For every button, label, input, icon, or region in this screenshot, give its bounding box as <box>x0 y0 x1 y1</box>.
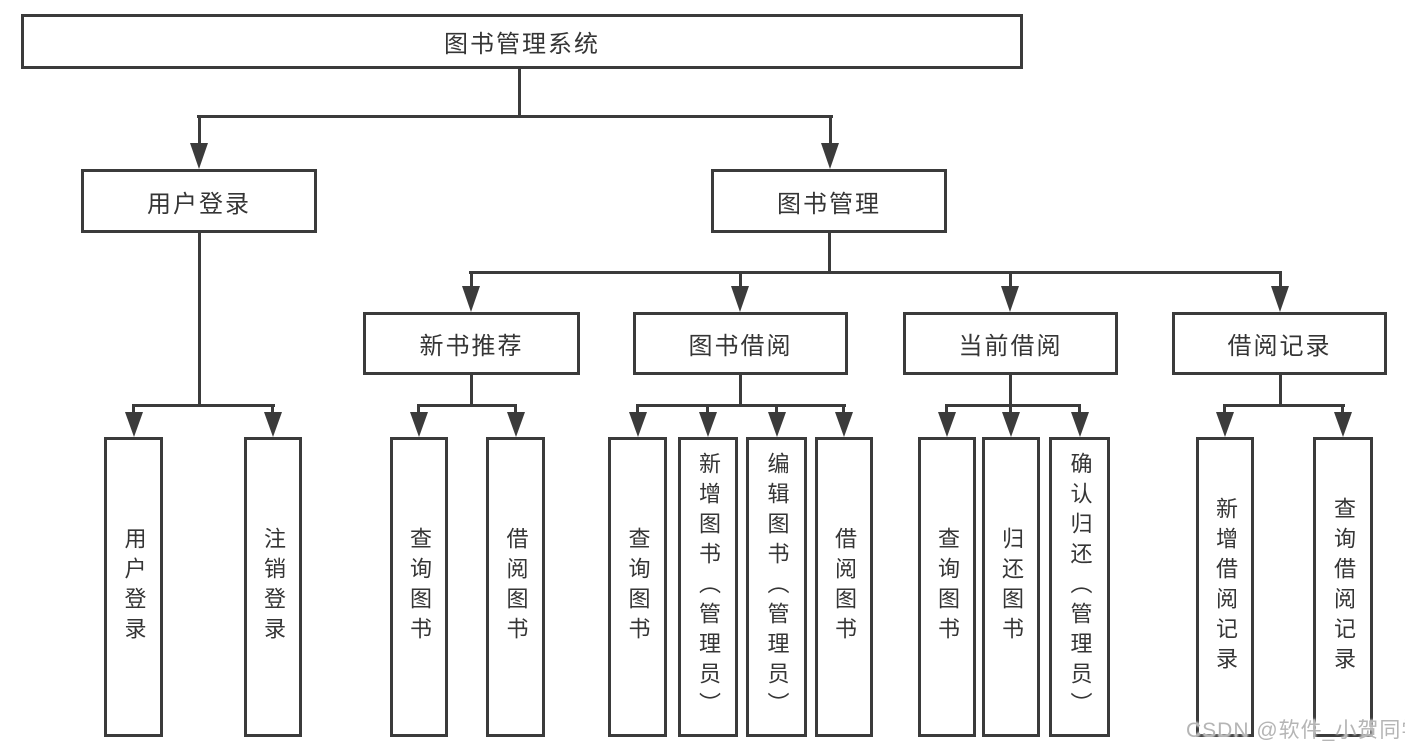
connector-line <box>470 274 473 287</box>
arrow-down-icon <box>629 412 647 437</box>
node-book-management-label: 图书管理 <box>777 190 881 218</box>
connector-line <box>739 274 742 287</box>
leaf-query-books-recommend: 查询图书 <box>390 437 448 737</box>
connector-line <box>198 233 201 405</box>
connector-line <box>828 233 831 274</box>
leaf-user-login-label: 用户登录 <box>121 527 147 647</box>
connector-line <box>1009 375 1012 405</box>
connector-line <box>1009 274 1012 287</box>
connector-line <box>636 407 639 413</box>
arrow-down-icon <box>264 412 282 437</box>
arrow-down-icon <box>1001 286 1019 312</box>
connector-line <box>842 407 845 413</box>
arrow-down-icon <box>835 412 853 437</box>
connector-line <box>132 407 135 413</box>
node-borrowing-records-label: 借阅记录 <box>1227 333 1332 360</box>
connector-line <box>132 404 275 407</box>
leaf-user-login: 用户登录 <box>104 437 163 737</box>
leaf-logout-label: 注销登录 <box>261 527 286 647</box>
connector-line <box>469 271 1282 274</box>
arrow-down-icon <box>938 412 956 437</box>
arrow-down-icon <box>462 286 480 312</box>
leaf-borrow-books-borrowing: 借阅图书 <box>815 437 873 737</box>
node-new-book-recommendation-label: 新书推荐 <box>419 333 524 360</box>
arrow-down-icon <box>768 412 786 437</box>
leaf-query-borrow-record-label: 查询借阅记录 <box>1331 497 1356 677</box>
arrow-down-icon <box>1002 412 1020 437</box>
node-user-login-label: 用户登录 <box>147 190 251 218</box>
connector-line <box>775 407 778 413</box>
leaf-edit-book-admin-label: 编辑图书（管理员） <box>764 452 790 722</box>
node-book-borrowing: 图书借阅 <box>633 312 848 375</box>
node-book-management: 图书管理 <box>711 169 947 233</box>
node-current-borrowing: 当前借阅 <box>903 312 1118 375</box>
connector-line <box>636 404 846 407</box>
arrow-down-icon <box>1071 412 1089 437</box>
connector-line <box>1223 407 1226 413</box>
arrow-down-icon <box>699 412 717 437</box>
leaf-edit-book-admin: 编辑图书（管理员） <box>746 437 807 737</box>
arrow-down-icon <box>507 412 525 437</box>
csdn-watermark: CSDN @软件_小贺同学 <box>1186 719 1405 742</box>
connector-line <box>271 407 274 413</box>
leaf-borrow-books-borrowing-label: 借阅图书 <box>832 527 857 647</box>
connector-line <box>1279 375 1282 405</box>
leaf-add-borrow-record-label: 新增借阅记录 <box>1213 497 1238 677</box>
connector-line <box>1009 407 1012 413</box>
node-root: 图书管理系统 <box>21 14 1023 69</box>
connector-line <box>1341 407 1344 413</box>
node-current-borrowing-label: 当前借阅 <box>958 333 1063 360</box>
arrow-down-icon <box>821 143 839 169</box>
leaf-confirm-return-admin-label: 确认归还（管理员） <box>1067 452 1093 722</box>
node-book-borrowing-label: 图书借阅 <box>688 333 793 360</box>
connector-line <box>197 115 833 118</box>
leaf-add-borrow-record: 新增借阅记录 <box>1196 437 1254 737</box>
connector-line <box>1279 274 1282 287</box>
connector-line <box>945 407 948 413</box>
arrow-down-icon <box>1334 412 1352 437</box>
arrow-down-icon <box>125 412 143 437</box>
connector-line <box>198 118 201 144</box>
arrow-down-icon <box>410 412 428 437</box>
leaf-query-books-current: 查询图书 <box>918 437 976 737</box>
connector-line <box>514 407 517 413</box>
connector-line <box>1223 404 1345 407</box>
connector-line <box>417 407 420 413</box>
leaf-return-book-label: 归还图书 <box>999 527 1024 647</box>
connector-line <box>739 375 742 405</box>
connector-line <box>706 407 709 413</box>
leaf-confirm-return-admin: 确认归还（管理员） <box>1049 437 1110 737</box>
leaf-query-books-recommend-label: 查询图书 <box>407 527 432 647</box>
node-borrowing-records: 借阅记录 <box>1172 312 1387 375</box>
node-new-book-recommendation: 新书推荐 <box>363 312 580 375</box>
connector-line <box>518 69 521 118</box>
arrow-down-icon <box>1216 412 1234 437</box>
connector-line <box>945 404 1081 407</box>
leaf-borrow-books-recommend: 借阅图书 <box>486 437 545 737</box>
node-user-login: 用户登录 <box>81 169 317 233</box>
arrow-down-icon <box>731 286 749 312</box>
leaf-return-book: 归还图书 <box>982 437 1040 737</box>
leaf-logout: 注销登录 <box>244 437 302 737</box>
connector-line <box>829 118 832 144</box>
node-root-label: 图书管理系统 <box>444 31 600 58</box>
leaf-query-books-current-label: 查询图书 <box>935 527 960 647</box>
arrow-down-icon <box>190 143 208 169</box>
leaf-add-book-admin: 新增图书（管理员） <box>678 437 738 737</box>
leaf-add-book-admin-label: 新增图书（管理员） <box>696 452 721 722</box>
leaf-query-borrow-record: 查询借阅记录 <box>1313 437 1373 737</box>
connector-line <box>417 404 517 407</box>
connector-line <box>1078 407 1081 413</box>
leaf-query-books-borrowing-label: 查询图书 <box>625 527 651 647</box>
leaf-query-books-borrowing: 查询图书 <box>608 437 667 737</box>
leaf-borrow-books-recommend-label: 借阅图书 <box>503 527 529 647</box>
arrow-down-icon <box>1271 286 1289 312</box>
connector-line <box>470 375 473 405</box>
